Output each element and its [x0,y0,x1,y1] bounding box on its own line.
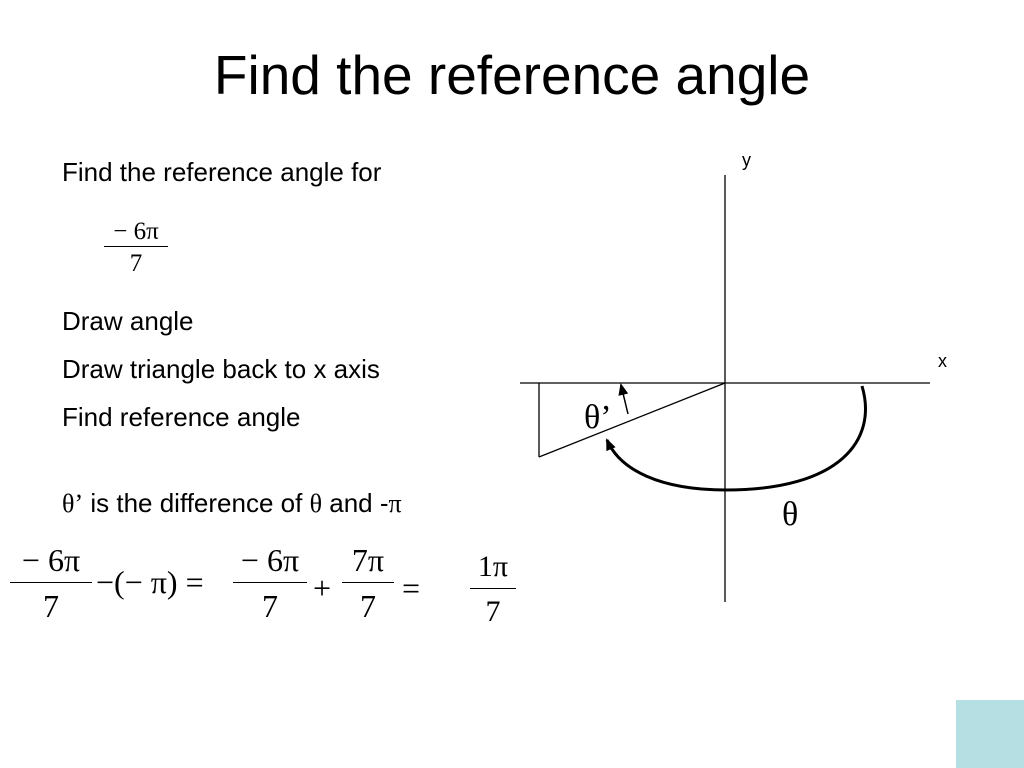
equation-fraction-2: − 6π 7 [233,538,307,629]
given-fraction-numerator: − 6π [113,218,159,245]
prompt-text: Find the reference angle for [62,157,382,187]
equation-fraction-1: − 6π 7 [10,538,92,629]
equation-fraction-1-bar [10,582,92,583]
equation-result: 1π 7 [470,546,516,635]
angle-theta-arc [605,385,867,492]
given-fraction: − 6π 7 [104,218,168,281]
step-find-reference: Find reference angle [62,402,301,432]
equation-result-numerator: 1π [477,550,509,583]
difference-note-and: and - [322,488,389,518]
given-fraction-denominator: 7 [129,250,143,277]
theta-prime-symbol: θ’ [62,489,84,518]
reference-angle-arrow [618,383,629,415]
terminal-side [538,382,726,458]
equation-fraction-3-denominator: 7 [360,588,376,624]
equation-fraction-1-numerator: − 6π [21,542,81,578]
slide-title: Find the reference angle [213,44,811,106]
equation-fraction-2-bar [233,582,307,583]
step-draw-angle: Draw angle [62,306,194,336]
theta-symbol: θ [309,489,323,518]
equation-plus: + [313,570,332,606]
equation-fraction-3-bar [342,582,394,583]
corner-accent-box [956,700,1024,768]
given-fraction-bar [104,246,168,247]
equation-fraction-2-denominator: 7 [262,588,278,624]
step-draw-triangle: Draw triangle back to x axis [62,354,380,384]
equation-fraction-3: 7π 7 [342,538,394,629]
equation-result-bar [470,588,516,589]
difference-note-text: is the difference of [83,488,310,518]
y-axis-label: y [742,150,751,170]
equation-fraction-1-denominator: 7 [43,588,59,624]
equation-fraction-2-numerator: − 6π [240,542,300,578]
equation-result-denominator: 7 [485,595,501,628]
difference-note: θ’ is the difference of θ and -π [62,487,402,520]
reference-angle-label: θ’ [584,399,612,436]
equation-equals: = [402,570,421,606]
x-axis-label: x [938,351,947,371]
equation-fraction-3-numerator: 7π [351,542,385,578]
pi-symbol: π [388,489,402,518]
angle-theta-label: θ [782,496,798,533]
equation-minus-paren: −(− π) = [96,564,204,600]
